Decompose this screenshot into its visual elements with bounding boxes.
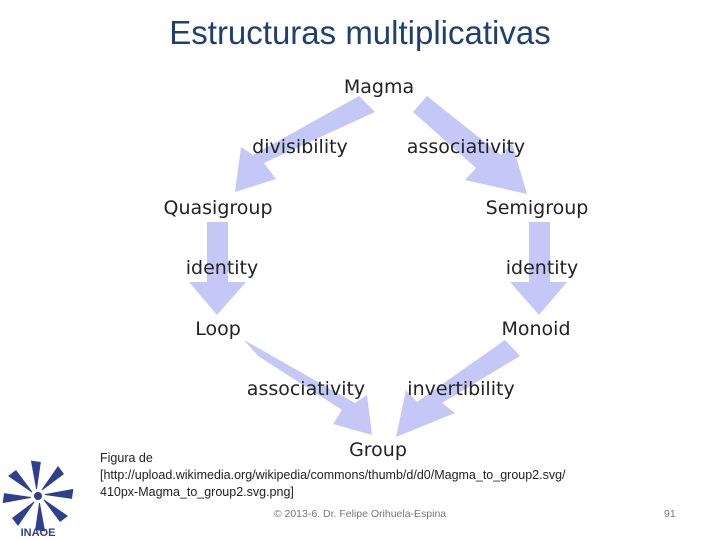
node-group: Group <box>349 439 407 461</box>
slide-title: Estructuras multiplicativas <box>169 14 551 51</box>
node-loop: Loop <box>195 318 241 340</box>
figure-caption: Figura de [http://upload.wikimedia.org/w… <box>100 450 700 501</box>
edge-label-associativity-bottom: associativity <box>247 378 365 400</box>
inaoe-logo: INAOE <box>2 460 74 539</box>
node-semigroup: Semigroup <box>486 197 589 219</box>
caption-line-3: 410px-Magma_to_group2.svg.png] <box>100 485 294 499</box>
page-number: 91 <box>664 508 676 520</box>
edge-label-associativity-top: associativity <box>407 136 525 158</box>
caption-line-1: Figura de <box>100 451 153 465</box>
arrow-semigroup-to-monoid <box>510 222 567 315</box>
edge-label-identity-left: identity <box>186 257 259 279</box>
edge-label-identity-right: identity <box>506 257 579 279</box>
arrow-loop-to-group <box>244 340 372 435</box>
caption-line-2: [http://upload.wikimedia.org/wikipedia/c… <box>100 468 566 482</box>
edge-label-divisibility: divisibility <box>252 136 348 158</box>
edge-label-invertibility: invertibility <box>407 378 514 400</box>
svg-text:INAOE: INAOE <box>21 527 56 539</box>
slide-footer: © 2013-6. Dr. Felipe Orihuela-Espina <box>273 508 447 520</box>
node-monoid: Monoid <box>501 318 570 340</box>
arrow-magma-to-semigroup <box>413 96 527 194</box>
node-quasigroup: Quasigroup <box>164 197 273 219</box>
arrow-magma-to-quasigroup <box>235 96 375 192</box>
arrow-quasigroup-to-loop <box>189 222 246 315</box>
node-magma: Magma <box>344 76 414 98</box>
arrow-monoid-to-group <box>396 340 520 437</box>
